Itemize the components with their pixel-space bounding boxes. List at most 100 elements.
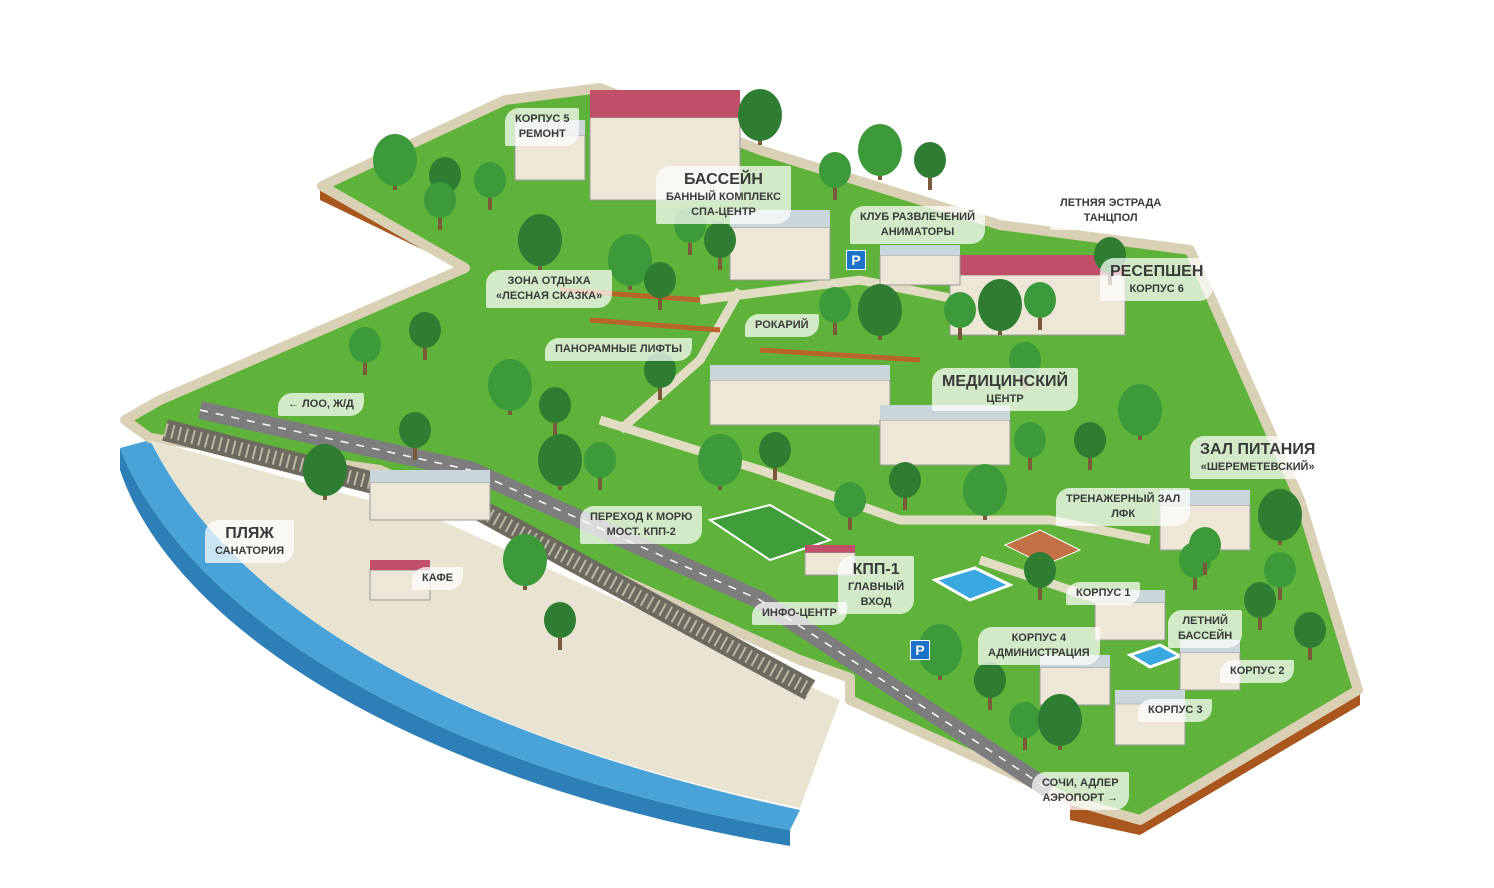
outdoor-pool [931, 566, 1014, 602]
tree-icon [424, 182, 456, 230]
label-korpus-1[interactable]: КОРПУС 1 [1066, 582, 1141, 605]
label-text: КОРПУС 1 [1076, 587, 1131, 599]
tree-icon [503, 534, 547, 590]
label-text: МОСТ. КПП-2 [606, 526, 676, 538]
tree-icon [819, 152, 851, 200]
label-loo-railway[interactable]: ← ЛОО, Ж/Д [278, 393, 364, 416]
label-rest-zone[interactable]: ЗОНА ОТДЫХА «ЛЕСНАЯ СКАЗКА» [486, 270, 613, 308]
tree-icon [1258, 489, 1302, 545]
tree-icon [819, 287, 851, 335]
tree-icon [1264, 552, 1296, 600]
parking-icon[interactable]: P [910, 640, 930, 660]
label-text: ИНФО-ЦЕНТР [762, 607, 837, 619]
label-title: ПЛЯЖ [225, 525, 274, 542]
tree-icon [978, 279, 1022, 335]
label-text: ЗОНА ОТДЫХА [507, 275, 591, 287]
label-korpus-2[interactable]: КОРПУС 2 [1220, 660, 1295, 683]
tree-icon [409, 312, 441, 360]
club-building [879, 245, 961, 286]
label-dining-hall[interactable]: ЗАЛ ПИТАНИЯ«ШЕРЕМЕТЕВСКИЙ» [1190, 436, 1326, 479]
label-text: АНИМАТОРЫ [880, 226, 955, 238]
label-entertainment-club[interactable]: КЛУБ РАЗВЛЕЧЕНИЙ АНИМАТОРЫ [850, 206, 985, 244]
label-text: ПАНОРАМНЫЕ ЛИФТЫ [555, 343, 683, 355]
label-cafe[interactable]: КАФЕ [412, 567, 464, 590]
tree-icon [1118, 384, 1162, 440]
tree-icon [1189, 527, 1221, 575]
label-korpus-5[interactable]: КОРПУС 5 РЕМОНТ [505, 108, 580, 146]
label-text: «ЛЕСНАЯ СКАЗКА» [496, 290, 603, 302]
label-sochi-airport[interactable]: СОЧИ, АДЛЕР АЭРОПОРТ → [1032, 772, 1129, 810]
railway-ties [163, 423, 814, 697]
tree-icon [1294, 612, 1326, 660]
footpaths [598, 275, 1151, 605]
medical-building-1 [709, 365, 891, 426]
label-text: КОРПУС 5 [515, 113, 570, 125]
label-text: ЦЕНТР [986, 393, 1024, 405]
tree-icon [544, 602, 576, 650]
label-text: ТАНЦПОЛ [1083, 212, 1138, 224]
label-beach[interactable]: ПЛЯЖ САНАТОРИЯ [205, 520, 295, 563]
tree-icon [474, 162, 506, 210]
tree-icon [349, 327, 381, 375]
tree-icon [1038, 694, 1082, 750]
tree-icon [944, 292, 976, 340]
label-text: КОРПУС 3 [1148, 704, 1203, 716]
label-text: РЕМОНТ [518, 128, 566, 140]
land-side [1070, 690, 1360, 835]
tree-icon [1024, 552, 1056, 600]
label-info-center[interactable]: ИНФО-ЦЕНТР [752, 602, 847, 625]
label-text: БАННЫЙ КОМПЛЕКС [666, 191, 781, 203]
label-summer-stage[interactable]: ЛЕТНЯЯ ЭСТРАДА ТАНЦПОЛ [1050, 192, 1172, 230]
label-text: КОРПУС 4 [1011, 632, 1067, 644]
label-text: СПА-ЦЕНТР [691, 206, 756, 218]
label-text: ЛФК [1111, 508, 1136, 520]
parking-icon[interactable]: P [846, 250, 866, 270]
label-text: БАССЕЙН [1178, 630, 1233, 642]
label-text: ЛЕТНЯЯ ЭСТРАДА [1060, 197, 1162, 209]
label-korpus-4-admin[interactable]: КОРПУС 4 АДМИНИСТРАЦИЯ [978, 627, 1100, 665]
tree-icon [373, 134, 417, 190]
label-text: ГЛАВНЫЙ [848, 581, 905, 593]
tree-icon [538, 434, 582, 490]
tree-icon [488, 359, 532, 415]
label-text: КОРПУС 2 [1230, 665, 1285, 677]
label-rockery[interactable]: РОКАРИЙ [745, 314, 819, 337]
tree-icon [889, 462, 921, 510]
tree-icon [1244, 582, 1276, 630]
tree-icon [1074, 422, 1106, 470]
tree-icon [858, 124, 902, 180]
label-korpus-3[interactable]: КОРПУС 3 [1138, 699, 1213, 722]
label-title: БАССЕЙН [684, 171, 763, 188]
label-pool-spa[interactable]: БАССЕЙН БАННЫЙ КОМПЛЕКС СПА-ЦЕНТР [656, 166, 791, 224]
tree-icon [1014, 422, 1046, 470]
tree-icon [399, 412, 431, 460]
label-title: РЕСЕПШЕН [1110, 263, 1204, 280]
tree-icon [963, 464, 1007, 520]
beach [150, 440, 840, 808]
label-text: АЭРОПОРТ → [1042, 792, 1119, 804]
label-panoramic-lifts[interactable]: ПАНОРАМНЫЕ ЛИФТЫ [545, 338, 693, 361]
label-text: РОКАРИЙ [755, 319, 809, 331]
label-text: ВХОД [860, 596, 892, 608]
tree-icon [644, 262, 676, 310]
medical-building-2 [879, 405, 1011, 466]
tree-icon [974, 662, 1006, 710]
tree-icon [759, 432, 791, 480]
tree-icon [698, 434, 742, 490]
label-sea-passage[interactable]: ПЕРЕХОД К МОРЮ МОСТ. КПП-2 [580, 506, 703, 544]
label-text: САНАТОРИЯ [215, 545, 285, 557]
label-text: АДМИНИСТРАЦИЯ [988, 647, 1090, 659]
label-title: ЗАЛ ПИТАНИЯ [1200, 441, 1316, 458]
tree-icon [1009, 702, 1041, 750]
label-text: ПЕРЕХОД К МОРЮ [590, 511, 693, 523]
label-text: КАФЕ [422, 572, 454, 584]
tree-icon [858, 284, 902, 340]
label-text: СОЧИ, АДЛЕР [1042, 777, 1119, 789]
label-text: КЛУБ РАЗВЛЕЧЕНИЙ [860, 211, 975, 223]
